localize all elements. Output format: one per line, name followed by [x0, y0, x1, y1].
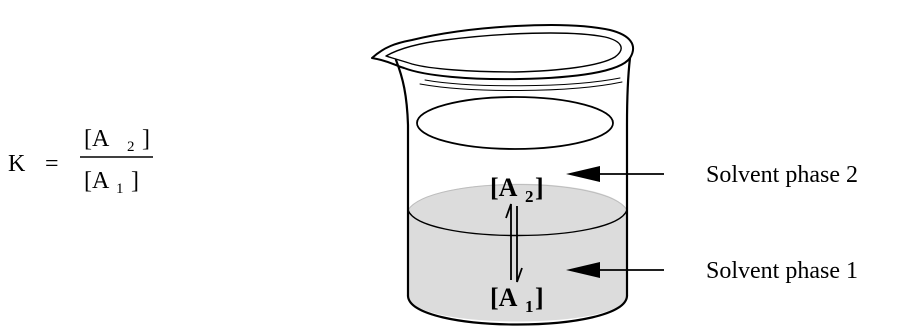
beaker-bottom [406, 294, 629, 326]
harpoon-up [505, 203, 512, 280]
beaker-right-wall [625, 56, 632, 298]
equation-equals: = [45, 151, 59, 177]
equation-denominator: [A 1 ] [84, 168, 139, 197]
equilibrium-arrows [505, 203, 523, 283]
partition-equation: K = [A 2 ] [A 1 ] [8, 126, 153, 197]
lower-conc-subscript: 1 [525, 297, 534, 316]
phase-boundary-back [407, 184, 628, 211]
denominator-bracket-close: ] [131, 168, 139, 194]
equation-lhs: K [8, 151, 26, 177]
lower-conc-open: [A [490, 283, 518, 312]
denominator-subscript: 1 [116, 181, 124, 197]
upper-conc-close: ] [535, 173, 544, 202]
phase-2-arrow-head [566, 166, 600, 182]
beaker-rim-inner [385, 32, 622, 73]
numerator-bracket-close: ] [142, 126, 150, 152]
equation-numerator: [A 2 ] [84, 126, 150, 155]
solvent-phase-1-label: Solvent phase 1 [706, 258, 858, 284]
lower-concentration: [A 1 ] [490, 283, 544, 316]
upper-conc-open: [A [490, 173, 518, 202]
beaker-highlight-ellipse [416, 96, 614, 150]
solvent-phase-2-label: Solvent phase 2 [706, 162, 858, 188]
beaker-rim-outer [371, 24, 635, 81]
beaker-left-wall [394, 58, 410, 298]
phase-1-arrow-head [566, 262, 600, 278]
upper-conc-subscript: 2 [525, 187, 534, 206]
beaker-inner-line [424, 77, 621, 87]
phase-2-pointer [566, 166, 664, 182]
numerator-bracket-open: [A [84, 126, 110, 152]
denominator-bracket-open: [A [84, 168, 110, 194]
numerator-subscript: 2 [127, 139, 135, 155]
upper-concentration: [A 2 ] [490, 173, 544, 206]
lower-conc-close: ] [535, 283, 544, 312]
harpoon-down [516, 206, 523, 283]
phase-1-pointer [566, 262, 664, 278]
beaker-inner-line-2 [419, 81, 623, 92]
